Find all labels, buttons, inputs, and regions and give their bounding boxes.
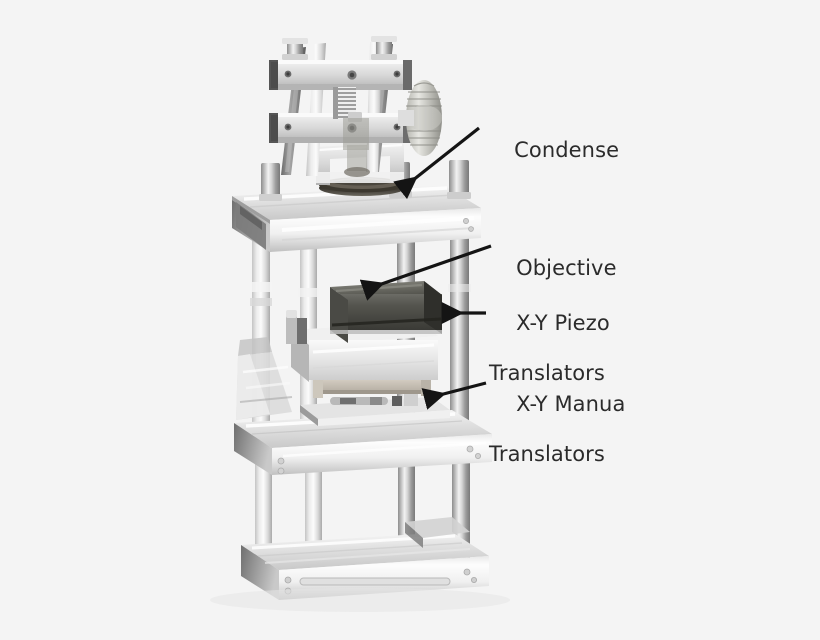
xy-piezo-translator-stack — [330, 281, 442, 343]
left-tapered-pillar — [236, 337, 293, 420]
top-studs — [282, 36, 397, 60]
support-posts-lower — [255, 450, 470, 560]
threaded-adjustment-rod — [333, 87, 362, 122]
xy-manual-label-line1: X-Y Manua — [516, 392, 626, 416]
xy-manual-label-line2: Translators — [489, 442, 605, 466]
xy-piezo-label-line2: Translators — [489, 361, 605, 385]
xy-piezo-translators-label: X-Y Piezo Translators — [489, 286, 610, 436]
upper-bracket — [269, 60, 412, 90]
condenser-lens-tube — [343, 118, 370, 177]
condenser-label-line1: Condense — [514, 138, 620, 162]
xy-piezo-label-line1: X-Y Piezo — [516, 311, 610, 335]
objective-label-line1: Objective — [516, 256, 617, 280]
top-breadboard-plate — [232, 185, 481, 252]
xy-manual-translators-label: X-Y Manua Translators — [489, 367, 625, 517]
condenser-label: Condense — [487, 113, 619, 188]
piezo-side-actuator — [286, 310, 307, 344]
objective-label: Objective — [489, 231, 617, 306]
